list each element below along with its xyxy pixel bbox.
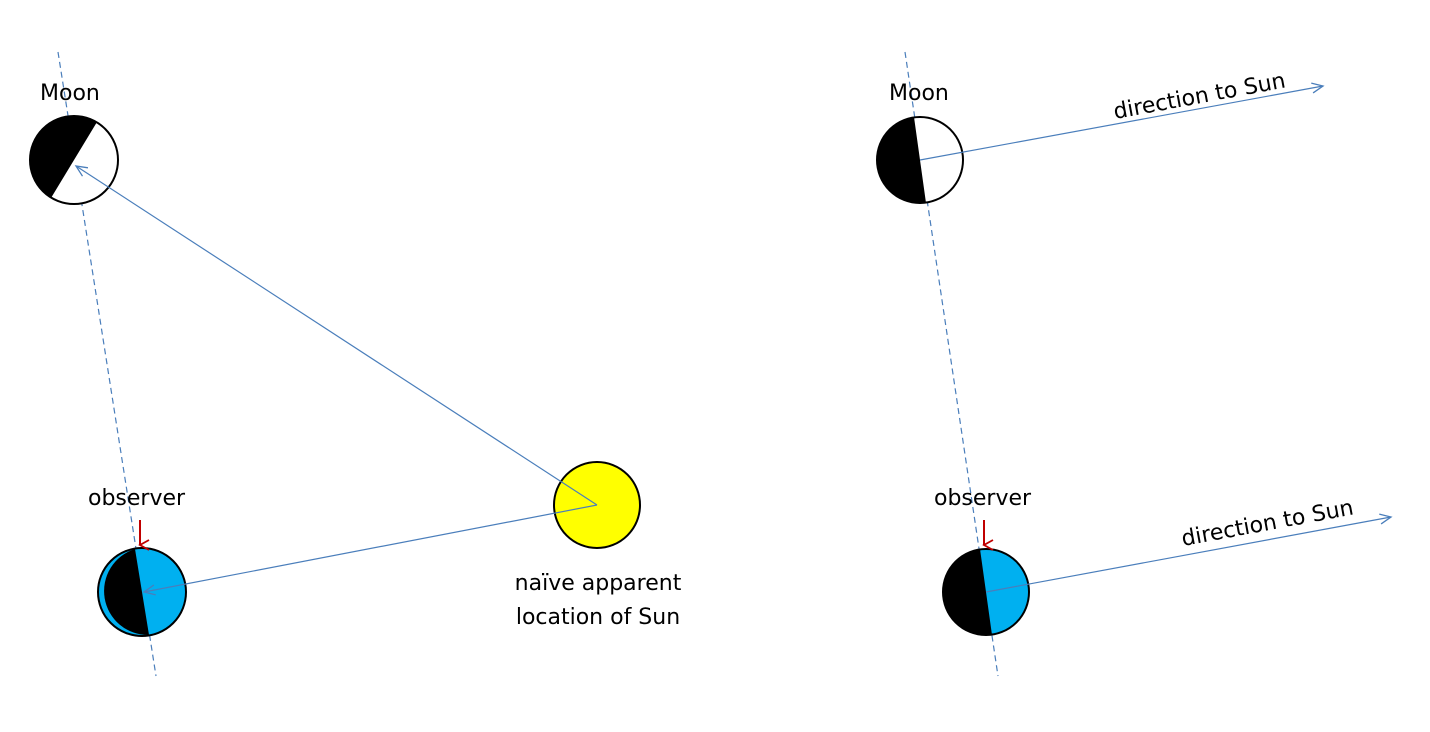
right-panel: Moon direction to Sun observer direction… xyxy=(876,51,1393,677)
right-observer-label: observer xyxy=(934,486,1032,511)
right-moon-direction-label: direction to Sun xyxy=(1112,69,1288,125)
right-moon-label: Moon xyxy=(889,81,949,106)
left-sun-to-earth-ray xyxy=(142,504,598,596)
left-sun-to-moon-ray xyxy=(74,165,598,506)
right-earth xyxy=(942,548,1030,636)
right-observer-sun-direction-arrow xyxy=(985,513,1393,593)
left-observer-label: observer xyxy=(88,486,186,511)
right-moon-sun-direction-arrow xyxy=(919,82,1325,161)
left-sun-label-line1: naïve apparent xyxy=(515,571,682,596)
left-sun-label-line2: location of Sun xyxy=(516,605,680,630)
left-moon-label: Moon xyxy=(40,81,100,106)
left-earth xyxy=(97,547,187,637)
left-moon xyxy=(29,115,119,205)
right-observer-direction-label: direction to Sun xyxy=(1180,496,1356,552)
left-panel: Moon naïve apparent location of Sun obse… xyxy=(29,51,682,677)
right-moon xyxy=(876,116,964,204)
